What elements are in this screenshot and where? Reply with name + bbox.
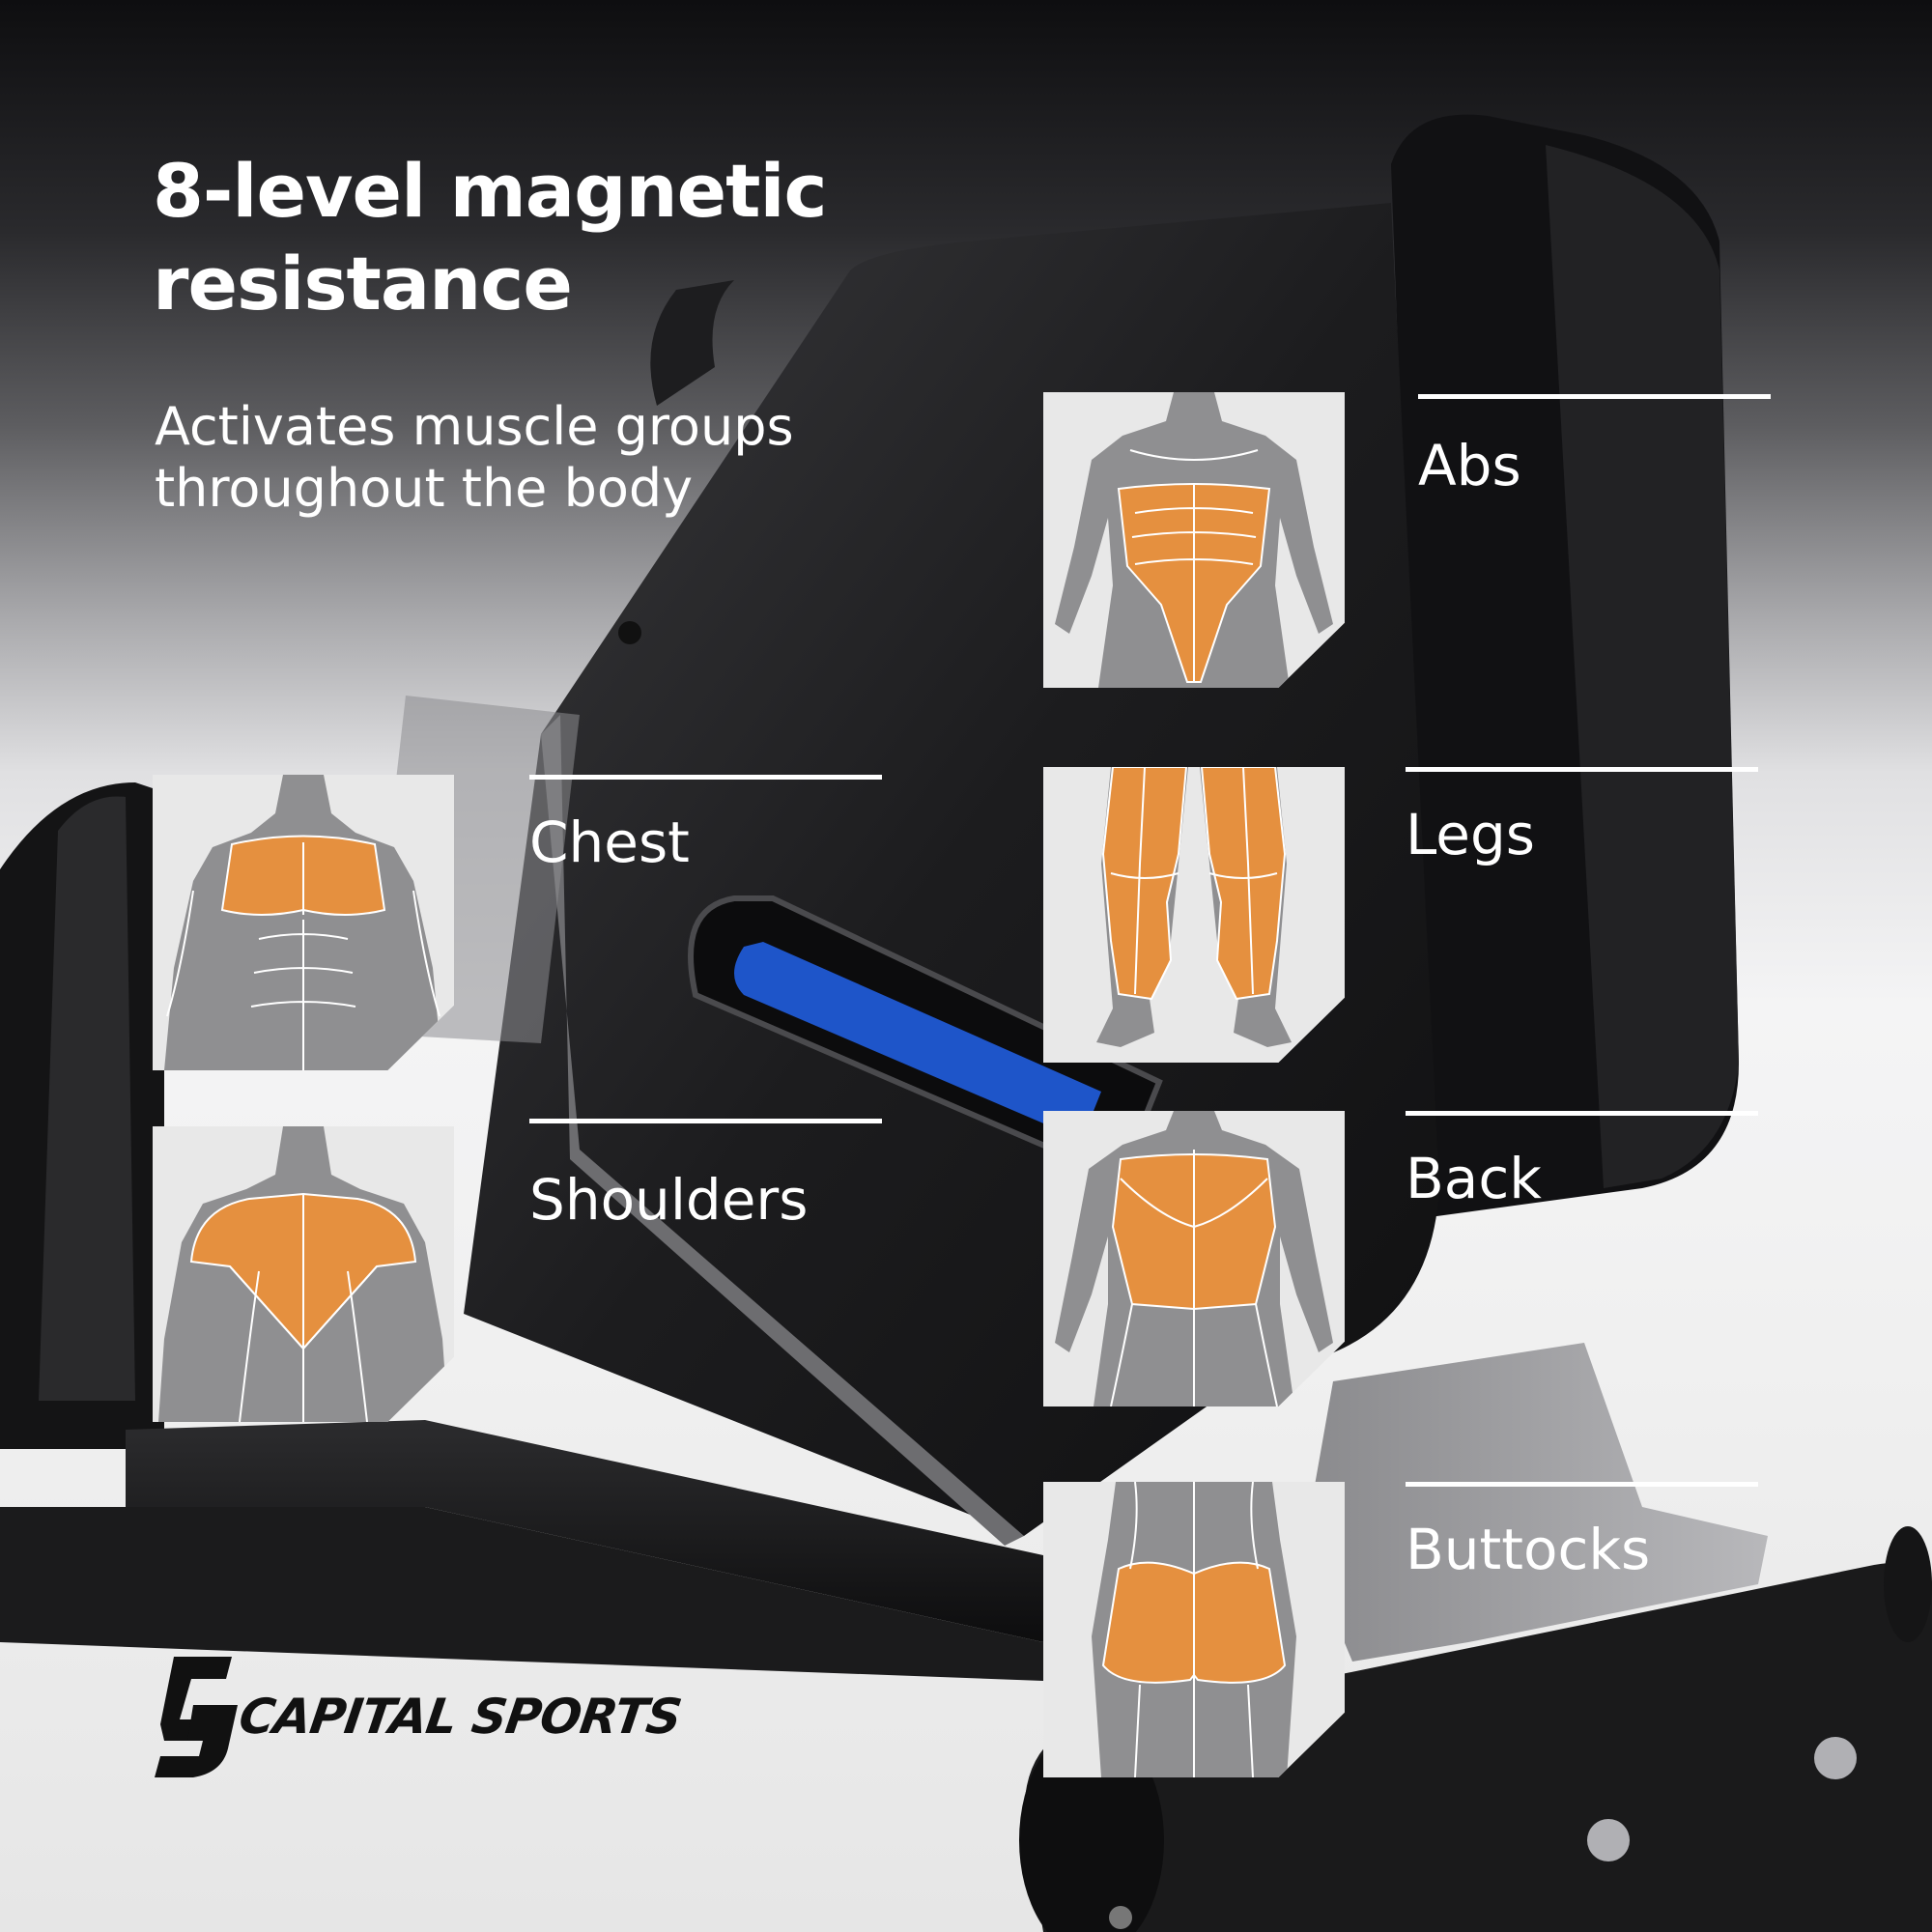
abs-figure-icon bbox=[1043, 392, 1345, 688]
back-divider bbox=[1406, 1111, 1758, 1116]
buttocks-figure-icon bbox=[1043, 1482, 1345, 1777]
muscle-label-chest: Chest bbox=[529, 810, 690, 875]
muscle-label-buttocks: Buttocks bbox=[1406, 1517, 1651, 1582]
muscle-card-shoulders bbox=[153, 1126, 454, 1422]
brand-logo: CAPITAL SPORTS bbox=[155, 1652, 684, 1787]
back-figure-icon bbox=[1043, 1111, 1345, 1406]
shoulders-divider bbox=[529, 1119, 882, 1123]
abs-divider bbox=[1418, 394, 1771, 399]
chest-figure-icon bbox=[153, 775, 454, 1070]
shoulders-figure-icon bbox=[153, 1126, 454, 1422]
muscle-label-legs: Legs bbox=[1406, 802, 1536, 867]
muscle-label-abs: Abs bbox=[1418, 433, 1521, 498]
muscle-card-back bbox=[1043, 1111, 1345, 1406]
buttocks-divider bbox=[1406, 1482, 1758, 1487]
subheadline: Activates muscle groups throughout the b… bbox=[155, 396, 794, 519]
chest-divider bbox=[529, 775, 882, 780]
muscle-card-abs bbox=[1043, 392, 1345, 688]
muscle-card-legs bbox=[1043, 767, 1345, 1063]
muscle-label-shoulders: Shoulders bbox=[529, 1167, 809, 1233]
muscle-label-back: Back bbox=[1406, 1146, 1542, 1211]
brand-name: CAPITAL SPORTS bbox=[235, 1689, 685, 1745]
headline: 8-level magnetic resistance bbox=[153, 148, 828, 327]
legs-figure-icon bbox=[1043, 767, 1345, 1063]
legs-divider bbox=[1406, 767, 1758, 772]
muscle-card-chest bbox=[153, 775, 454, 1070]
muscle-card-buttocks bbox=[1043, 1482, 1345, 1777]
cs-monogram-icon bbox=[155, 1657, 238, 1777]
